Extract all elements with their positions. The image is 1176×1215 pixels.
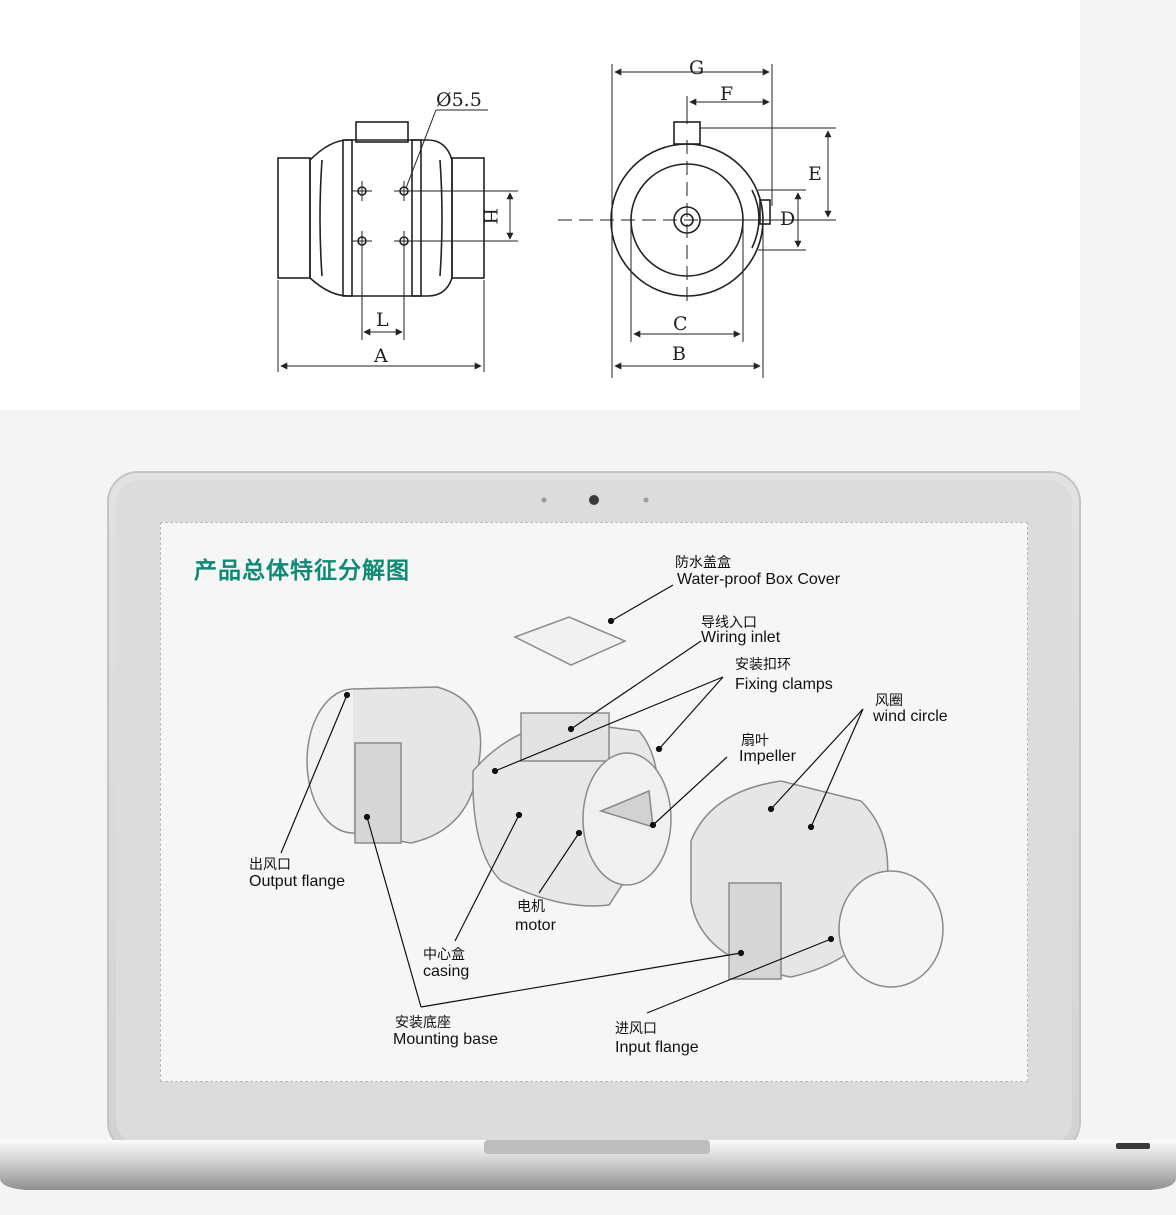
callout-mounting-base-cn: 安装底座 <box>395 1015 451 1031</box>
callout-wiring-inlet-cn: 导线入口 <box>701 615 757 631</box>
callout-fixing-clamps: 安装扣环 Fixing clamps <box>735 657 833 693</box>
callout-impeller: 扇叶 Impeller <box>739 733 797 765</box>
screen-title: 产品总体特征分解图 <box>194 558 410 584</box>
dimension-drawing: Ø5.5 H L A <box>277 57 836 378</box>
webcam-icon <box>589 495 599 505</box>
callout-output-flange-en: Output flange <box>249 873 345 890</box>
callout-casing-cn: 中心盒 <box>423 946 465 963</box>
callout-motor: 电机 motor <box>515 899 557 934</box>
dim-label-a: A <box>373 345 388 367</box>
callout-wiring-inlet-en: Wiring inlet <box>701 629 781 646</box>
front-view <box>610 121 771 297</box>
dimension-drawing-panel: Ø5.5 H L A <box>0 0 1080 410</box>
callout-mounting-base-en: Mounting base <box>393 1031 498 1048</box>
laptop-screen: 产品总体特征分解图 <box>160 522 1028 1082</box>
wiring-box-part <box>520 712 610 762</box>
callout-wind-circle-cn: 风圈 <box>875 693 903 709</box>
box-cover-part <box>513 616 627 666</box>
dim-label-f: F <box>720 83 733 105</box>
dim-label-e: E <box>808 163 822 185</box>
lid-notch <box>484 1140 710 1154</box>
callout-casing: 中心盒 casing <box>423 946 469 980</box>
side-view <box>277 121 485 297</box>
callout-wiring-inlet: 导线入口 Wiring inlet <box>701 615 781 646</box>
callout-leaders <box>280 584 864 1014</box>
mounting-base-part-left <box>354 742 402 844</box>
laptop-base <box>0 1140 1176 1190</box>
callout-box-cover: 防水盖盒 Water-proof Box Cover <box>675 554 841 588</box>
callout-motor-cn: 电机 <box>517 899 545 915</box>
callout-output-flange: 出风口 Output flange <box>249 857 345 890</box>
dim-label-h: H <box>479 208 501 225</box>
callout-wind-circle: 风圈 wind circle <box>872 693 948 725</box>
callout-motor-en: motor <box>515 917 557 934</box>
fan-parts <box>306 616 944 988</box>
exploded-view-diagram: 防水盖盒 Water-proof Box Cover 导线入口 Wiring i… <box>249 554 948 1056</box>
sensor-dot-left <box>541 497 547 503</box>
callout-input-flange-cn: 进风口 <box>615 1021 657 1037</box>
callout-fixing-clamps-en: Fixing clamps <box>735 676 833 693</box>
callout-output-flange-cn: 出风口 <box>249 857 291 873</box>
dim-label-d: D <box>780 208 795 230</box>
dim-label-c: C <box>673 313 688 335</box>
callout-fixing-clamps-cn: 安装扣环 <box>735 657 791 673</box>
dim-label-b: B <box>672 343 686 365</box>
side-view-crosshairs <box>277 109 518 372</box>
dim-label-g: G <box>689 57 704 79</box>
mounting-base-part-right <box>728 882 782 980</box>
callout-wind-circle-en: wind circle <box>872 708 948 725</box>
callout-box-cover-en: Water-proof Box Cover <box>677 571 841 588</box>
callout-box-cover-cn: 防水盖盒 <box>675 554 731 571</box>
hole-diameter-label: Ø5.5 <box>436 89 482 111</box>
callout-input-flange: 进风口 Input flange <box>615 1021 699 1056</box>
callout-impeller-cn: 扇叶 <box>741 733 769 749</box>
callout-impeller-en: Impeller <box>739 748 797 765</box>
front-view-dims <box>558 64 836 378</box>
callout-input-flange-en: Input flange <box>615 1039 699 1056</box>
callout-mounting-base: 安装底座 Mounting base <box>393 1015 498 1048</box>
dim-label-l: L <box>376 309 389 331</box>
callout-casing-en: casing <box>423 963 469 980</box>
input-flange-part <box>838 870 944 988</box>
port-slot <box>1116 1143 1150 1149</box>
sensor-dot-right <box>643 497 649 503</box>
